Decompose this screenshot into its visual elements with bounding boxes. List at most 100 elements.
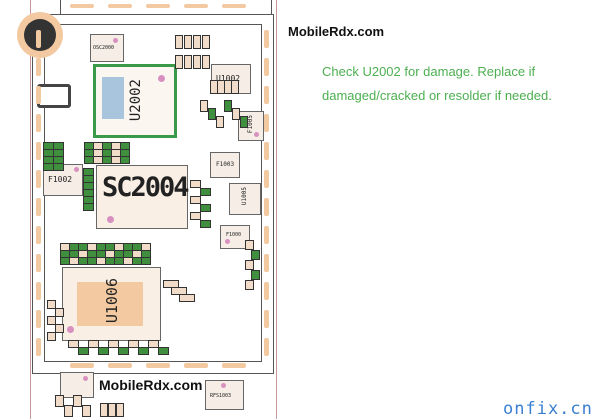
smd-capacitor (202, 35, 210, 49)
smd-resistor (55, 308, 64, 317)
f1002-label: F1002 (48, 175, 73, 184)
edge-pad (264, 30, 269, 48)
smd-resistor (47, 316, 56, 325)
smd-resistor (98, 347, 109, 355)
f1005-label: F1005 (247, 115, 254, 134)
smd-capacitor (251, 250, 260, 260)
watermark-bottom: MobileRdx.com (99, 377, 203, 393)
u1006-pad-grid (77, 282, 143, 326)
u2002-shield-area (102, 77, 124, 119)
u1006-label: U1006 (103, 278, 121, 324)
smd-capacitor (190, 212, 201, 220)
component-bottom-ic (60, 372, 94, 398)
pin1-marker (113, 38, 118, 43)
smd-capacitor (184, 55, 192, 69)
edge-pad (222, 363, 246, 368)
component-osc2000: OSC2000 (90, 34, 124, 62)
edge-pad (264, 58, 269, 76)
smd-resistor (108, 340, 119, 348)
smd-capacitor (184, 35, 192, 49)
watermark-top: MobileRdx.com (288, 24, 385, 39)
component-f1000: F1000 (220, 225, 250, 249)
smd-capacitor (216, 116, 224, 128)
smd-capacitor (190, 196, 201, 204)
component-rfs1003: RFS1003 (205, 380, 244, 410)
edge-pad (36, 338, 41, 356)
edge-pad (36, 114, 41, 132)
site-mark: onfix.cn (503, 399, 593, 419)
edge-pad (264, 282, 269, 300)
smd-resistor (88, 340, 99, 348)
edge-pad (264, 114, 269, 132)
edge-pad (264, 142, 269, 160)
edge-pad (70, 363, 94, 368)
smd-capacitor (251, 270, 260, 280)
edge-pad (36, 86, 41, 104)
smd-resistor (47, 332, 56, 341)
rfs1003-label: RFS1003 (210, 393, 232, 399)
smd-capacitor (208, 108, 216, 120)
smd-resistor (55, 324, 64, 333)
smd-capacitor (231, 80, 239, 94)
edge-pad (36, 310, 41, 328)
smd-resistor (83, 203, 94, 211)
edge-pad (146, 363, 170, 368)
smd-resistor (128, 340, 139, 348)
edge-pad (264, 338, 269, 356)
edge-pad (184, 4, 208, 8)
u2002-label: U2002 (128, 79, 144, 122)
smd-capacitor (175, 35, 183, 49)
edge-pad (36, 198, 41, 216)
component-u1006: U1006 (62, 267, 161, 341)
component-u1005: U1005 (229, 183, 261, 215)
smd-capacitor (190, 180, 201, 188)
smd-resistor (53, 163, 64, 171)
pin1-marker (221, 383, 226, 388)
smd-resistor (141, 257, 151, 265)
edge-pad (264, 170, 269, 188)
edge-pad (36, 142, 41, 160)
edge-pad (36, 282, 41, 300)
smd-capacitor (55, 395, 64, 407)
smd-capacitor (245, 260, 254, 270)
smd-capacitor (82, 405, 91, 417)
edge-pad (264, 254, 269, 272)
edge-pad (264, 310, 269, 328)
smd-capacitor (200, 204, 211, 212)
component-f1003: F1003 (210, 152, 240, 178)
edge-pad (108, 4, 132, 8)
pin1-marker (225, 239, 230, 244)
sc2004-label: SC2004 (102, 172, 190, 203)
smd-capacitor (193, 35, 201, 49)
edge-pad (36, 30, 41, 48)
pin1-marker (107, 216, 114, 223)
edge-pad (264, 198, 269, 216)
smd-capacitor (193, 55, 201, 69)
component-sc2004 (96, 165, 188, 229)
smd-capacitor (200, 188, 211, 196)
edge-pad (222, 4, 246, 8)
smd-capacitor (108, 403, 116, 417)
f1000-label: F1000 (226, 232, 242, 238)
edge-pad (146, 4, 170, 8)
smd-resistor (158, 347, 169, 355)
u1005-label: U1005 (241, 187, 248, 206)
smd-capacitor (240, 116, 248, 128)
edge-pad (36, 226, 41, 244)
smd-resistor (78, 347, 89, 355)
phone-outline (30, 0, 277, 419)
pin1-marker (74, 167, 79, 172)
smd-capacitor (175, 55, 183, 69)
edge-pad (264, 86, 269, 104)
pin1-marker (83, 376, 88, 381)
edge-pad (70, 4, 94, 8)
smd-capacitor (202, 55, 210, 69)
smd-resistor (68, 340, 79, 348)
osc2000-label: OSC2000 (93, 45, 115, 51)
instruction-line-2: damaged/cracked or resolder if needed. (322, 88, 552, 103)
smd-resistor (118, 347, 129, 355)
smd-capacitor (179, 294, 195, 302)
smd-capacitor (73, 395, 82, 407)
f1003-label: F1003 (216, 161, 235, 168)
